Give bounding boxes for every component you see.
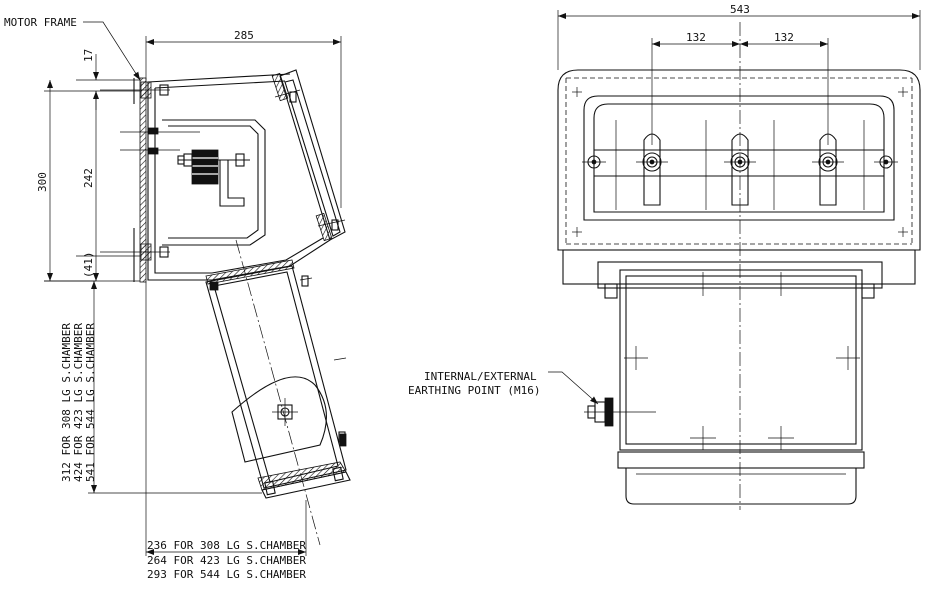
dim-242-text: 242 — [82, 168, 95, 188]
earthing-point — [548, 371, 656, 427]
dimension-132-pair: 132 132 — [651, 31, 829, 145]
terminal-w — [812, 133, 844, 206]
vertical-dimensions: 17 242 300 (41) — [36, 49, 140, 282]
dim-132-right-text: 132 — [774, 31, 794, 44]
front-view: 543 132 132 — [408, 3, 921, 510]
note-293: 293 FOR 544 LG S.CHAMBER — [147, 568, 306, 581]
earthing-callout-line1: INTERNAL/EXTERNAL — [424, 370, 537, 383]
bottom-chamber-notes: 236 FOR 308 LG S.CHAMBER 264 FOR 423 LG … — [145, 282, 307, 581]
dim-17-text: 17 — [82, 49, 95, 62]
note-541: 541 FOR 544 LG S.CHAMBER — [84, 323, 97, 482]
motor-frame-wall — [139, 77, 147, 283]
terminal-box-front — [557, 69, 921, 251]
motor-frame-label: MOTOR FRAME — [4, 16, 77, 29]
sealing-chamber-front — [617, 269, 865, 505]
note-424: 424 FOR 423 LG S.CHAMBER — [72, 323, 85, 482]
terminal-v — [724, 133, 756, 206]
motor-frame-leader — [83, 21, 141, 81]
dim-41-text: (41) — [82, 252, 95, 279]
dim-543-text: 543 — [730, 3, 750, 16]
terminal-box-side — [100, 69, 346, 281]
sealing-chamber-side — [205, 239, 351, 546]
side-view: MOTOR FRAME 285 17 242 300 — [4, 16, 351, 581]
terminal-u — [636, 133, 668, 206]
dim-300-text: 300 — [36, 172, 49, 192]
note-264: 264 FOR 423 LG S.CHAMBER — [147, 554, 306, 567]
dimension-285: 285 — [145, 29, 342, 208]
internal-terminal-board — [120, 119, 266, 246]
vertical-chamber-notes: 312 FOR 308 LG S.CHAMBER 424 FOR 423 LG … — [44, 280, 262, 494]
dimension-543: 543 — [557, 3, 921, 70]
dim-285-text: 285 — [234, 29, 254, 42]
earthing-callout-line2: EARTHING POINT (M16) — [408, 384, 540, 397]
note-312: 312 FOR 308 LG S.CHAMBER — [60, 323, 73, 482]
adaptor-flange — [562, 249, 916, 299]
note-236: 236 FOR 308 LG S.CHAMBER — [147, 539, 306, 552]
dim-132-left-text: 132 — [686, 31, 706, 44]
